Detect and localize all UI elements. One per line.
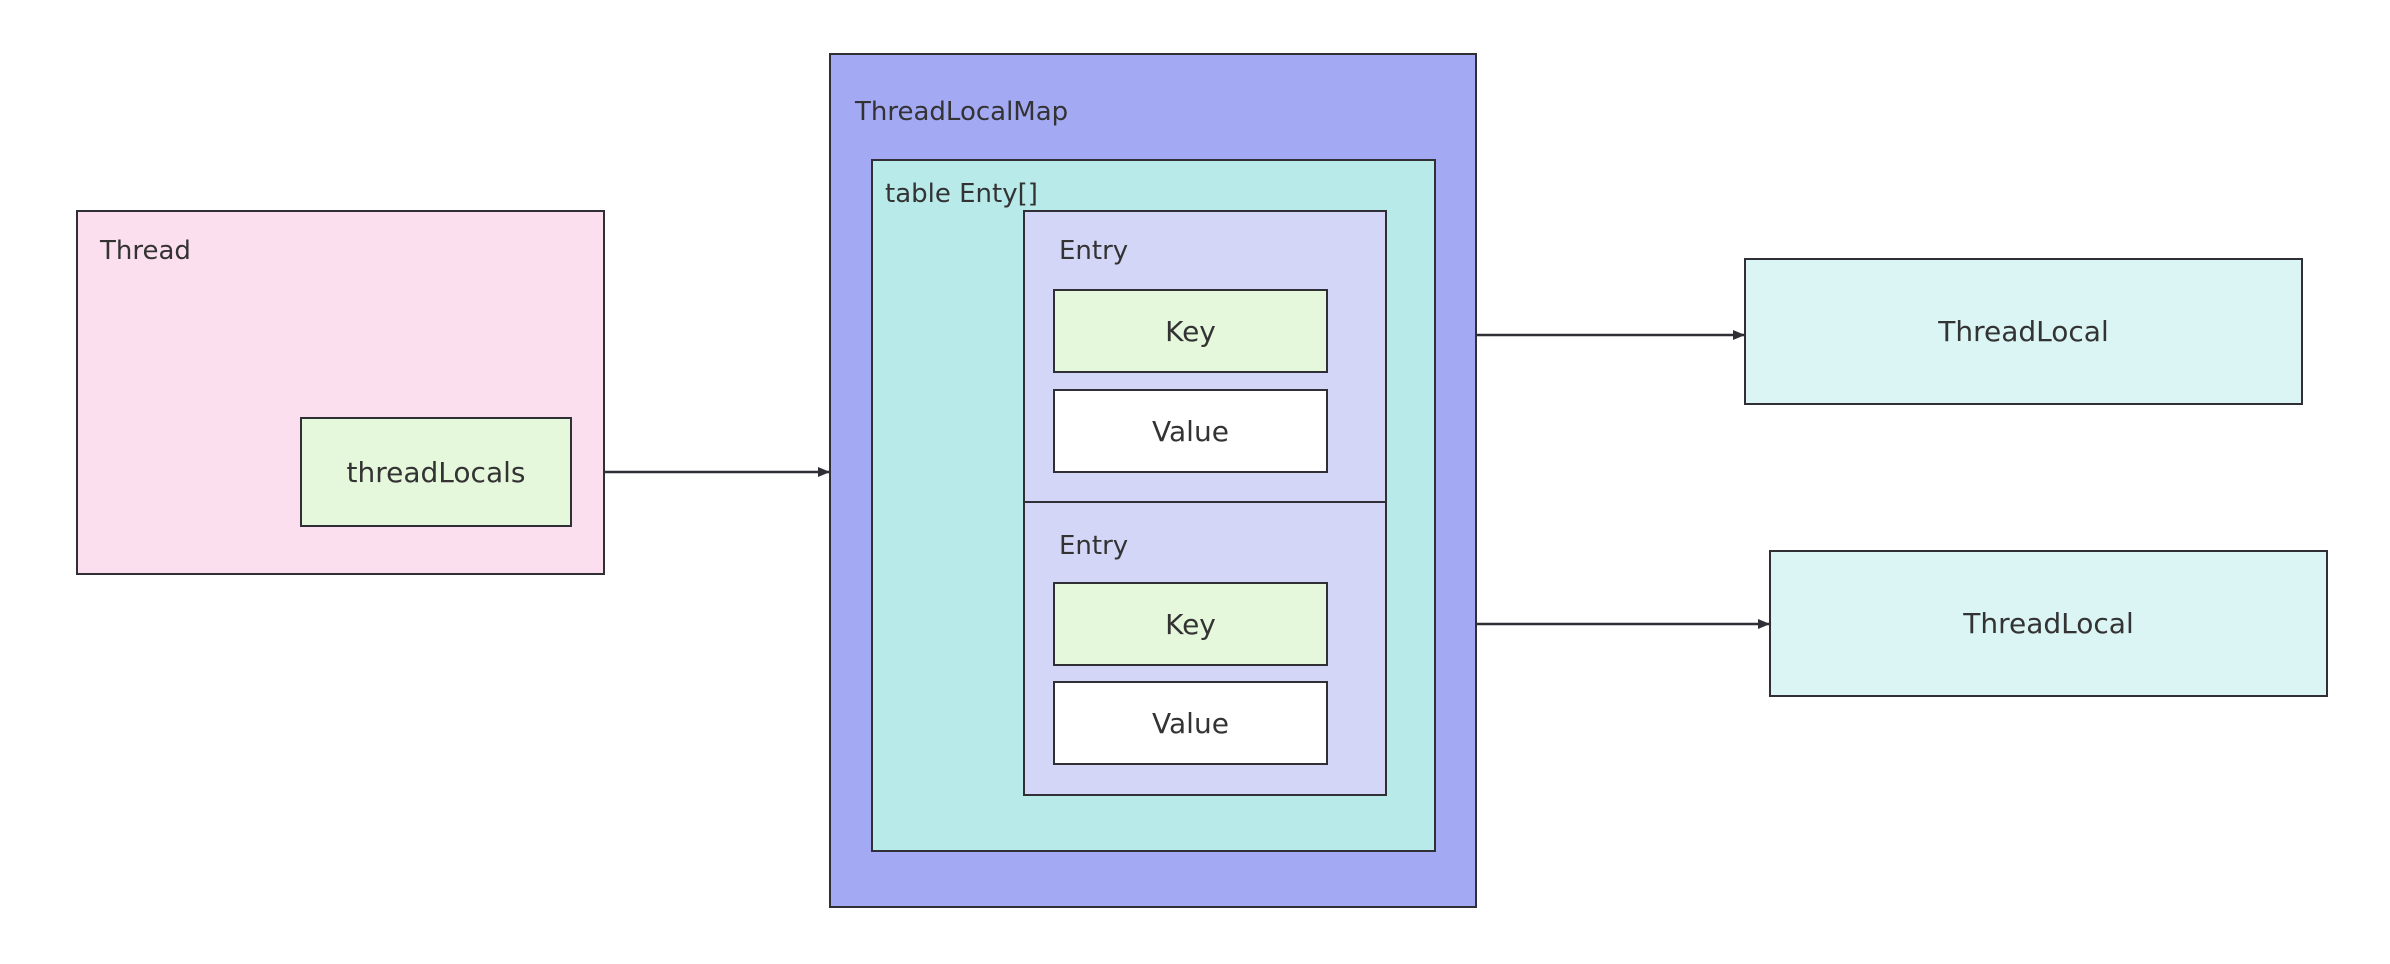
entry-2-key: Key [1053, 582, 1328, 666]
entry-2-title: Entry [1059, 531, 1129, 561]
threadlocal-2-box: ThreadLocal [1769, 550, 2328, 697]
entry-table-title: table Enty[] [885, 179, 1038, 209]
entry-1-title: Entry [1059, 236, 1129, 266]
thread-locals-field: threadLocals [300, 417, 572, 527]
entry-1-value: Value [1053, 389, 1328, 473]
thread-title: Thread [100, 236, 191, 266]
threadlocalmap-title: ThreadLocalMap [855, 97, 1069, 127]
entry-1-key: Key [1053, 289, 1328, 373]
threadlocal-1-box: ThreadLocal [1744, 258, 2303, 405]
entry-2-value: Value [1053, 681, 1328, 765]
